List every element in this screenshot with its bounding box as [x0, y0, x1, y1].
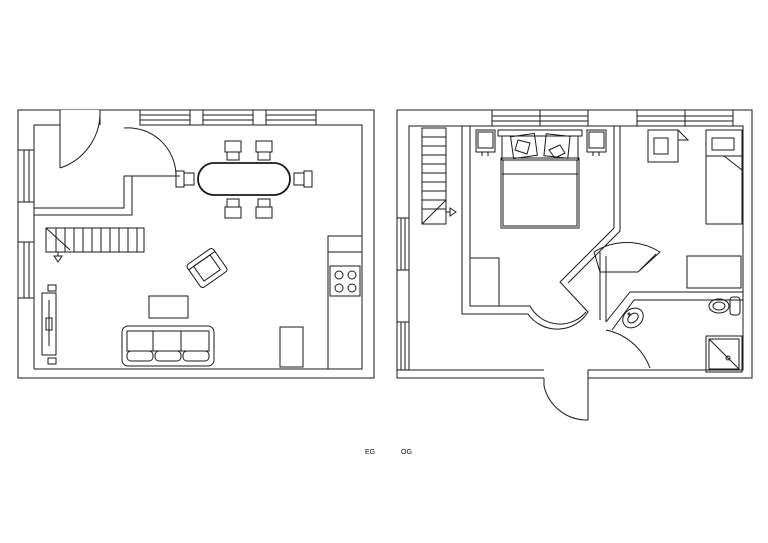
- toilet: [708, 296, 741, 316]
- entry-door-swing: [59, 110, 101, 169]
- desk: [647, 129, 690, 163]
- upper-floor-outer-wall: [396, 109, 753, 379]
- upper-floor-inner-wall: [408, 125, 744, 371]
- upper-floor-plan: [396, 109, 753, 421]
- bedroom-door-swing: [529, 305, 587, 325]
- hall-walls: [599, 252, 657, 322]
- ground-floor-windows-top: [139, 109, 317, 126]
- bed-pillows: [510, 132, 571, 160]
- ground-floor-staircase: [45, 227, 145, 263]
- inner-door-swing: [123, 127, 180, 177]
- child-room-dresser: [686, 255, 742, 289]
- ground-floor-windows-left: [17, 149, 35, 299]
- ground-floor-plan: [17, 109, 375, 379]
- stove-hob: [329, 265, 361, 297]
- ground-floor-label: EG: [365, 449, 376, 456]
- side-cabinet: [279, 326, 304, 368]
- entry-door-gap: [60, 110, 100, 125]
- tv-sideboard: [41, 284, 57, 365]
- bathroom-wall: [605, 291, 743, 331]
- nightstands: [475, 129, 607, 156]
- single-bed: [705, 129, 743, 225]
- corridor-door: [593, 242, 661, 273]
- kitchen-counter: [327, 235, 363, 370]
- sofa: [121, 325, 215, 367]
- bedroom-wardrobe: [469, 257, 500, 307]
- shower-tray: [705, 335, 743, 373]
- ground-floor-outer-wall: [17, 109, 375, 379]
- dining-table: [197, 162, 291, 196]
- washbasin: [622, 307, 644, 329]
- dining-chairs: [175, 140, 313, 219]
- armchair: [186, 248, 228, 288]
- entry-vestibule-wall: [34, 175, 133, 216]
- upper-floor-bottom-door: [543, 370, 589, 421]
- upper-floor-windows-left: [396, 217, 410, 371]
- upper-floor-staircase: [421, 127, 457, 225]
- upper-floor-label: OG: [401, 449, 412, 456]
- coffee-table: [148, 295, 189, 319]
- bathroom-door-swing: [605, 329, 651, 369]
- upper-floor-windows-top: [491, 109, 734, 127]
- double-bed: [497, 129, 583, 229]
